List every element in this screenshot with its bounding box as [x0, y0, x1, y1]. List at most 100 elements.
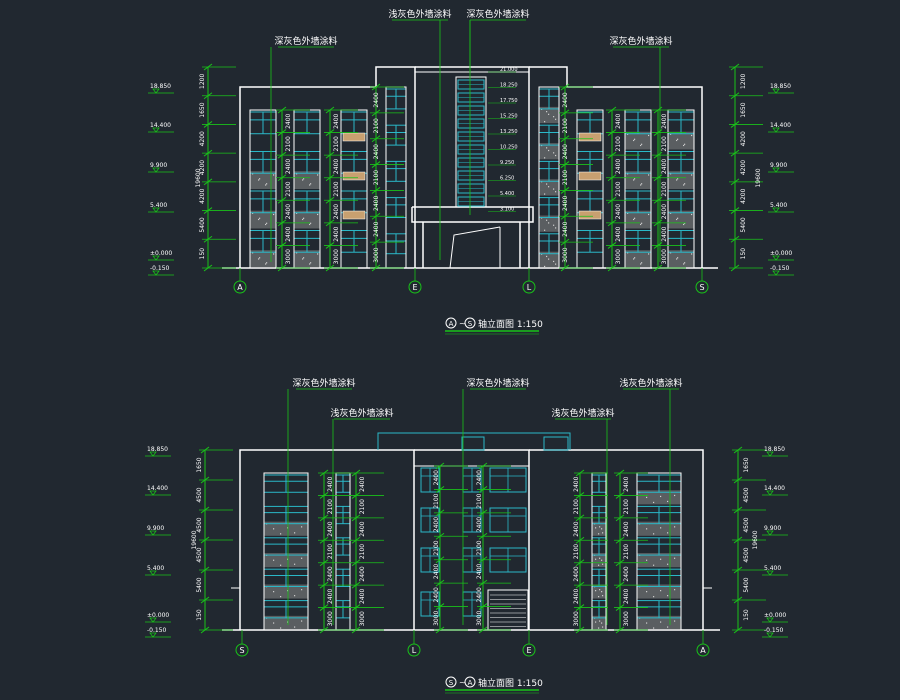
gray-wall-band	[625, 210, 651, 229]
stipple-dot	[553, 152, 555, 154]
dim-label: 2400	[433, 587, 440, 602]
stipple-dot	[677, 138, 679, 140]
dim-label: 2100	[333, 181, 340, 196]
stipple-dot	[544, 193, 546, 195]
stipple-dot	[646, 559, 648, 561]
dim-label: 2400	[562, 92, 569, 107]
front-window-groups	[249, 86, 695, 269]
stipple-dot	[294, 532, 296, 534]
stipple-dot	[294, 626, 296, 628]
stair-level-label: 10.250	[500, 145, 518, 151]
stipple-dot	[633, 179, 635, 181]
gray-wall-band	[539, 251, 559, 268]
stipple-dot	[301, 620, 303, 622]
stipple-dot	[553, 188, 555, 190]
stipple-dot	[598, 533, 600, 535]
stipple-dot	[634, 138, 636, 140]
stipple-dot	[265, 263, 267, 265]
front-label-dark-gray-right: 深灰色外墙涂料	[609, 35, 673, 262]
stipple-dot	[646, 528, 648, 530]
dim-label: 2400	[359, 589, 366, 604]
dim-label: 2400	[285, 204, 292, 219]
level-label: 9.900	[764, 525, 781, 532]
level-triangle	[766, 617, 774, 623]
dim-label: 2400	[333, 159, 340, 174]
dim-label: 2100	[573, 544, 580, 559]
dim-label: 2400	[615, 204, 622, 219]
title-axis-circle	[445, 676, 457, 688]
stipple-dot	[633, 139, 635, 142]
gray-wall-band	[250, 210, 276, 229]
stipple-dot	[546, 183, 548, 185]
level-label: 9.900	[150, 162, 167, 169]
stipple-dot	[660, 590, 662, 592]
dim-label: 4500	[743, 517, 750, 532]
dim-label: 4200	[199, 188, 206, 203]
gray-wall-band	[625, 250, 651, 268]
stipple-dot	[266, 183, 268, 185]
stipple-dot	[599, 620, 601, 622]
dim-label: 2400	[285, 113, 292, 128]
gray-wall-band	[539, 143, 559, 160]
title-axis-circle	[445, 317, 457, 329]
title-text: 轴立面图 1:150	[478, 677, 543, 689]
stipple-dot	[602, 595, 604, 597]
stipple-dot	[640, 184, 642, 186]
gray-wall-band	[294, 250, 320, 268]
stipple-dot	[273, 591, 275, 593]
window-column-outline	[249, 109, 277, 269]
stipple-dot	[595, 621, 597, 623]
stipple-dot	[296, 212, 298, 214]
dim-label: 2400	[615, 226, 622, 241]
level-label: 18.850	[770, 83, 791, 90]
dim-label: 2400	[562, 221, 569, 236]
stipple-dot	[258, 179, 260, 181]
dim-label: 2400	[433, 564, 440, 579]
level-triangle	[152, 270, 160, 276]
dim-label: 2400	[285, 159, 292, 174]
material-label-text: 深灰色外墙涂料	[609, 35, 672, 47]
level-label: 18.850	[764, 446, 785, 453]
gray-wall-band	[625, 131, 651, 150]
stipple-dot	[258, 258, 260, 260]
stipple-dot	[598, 564, 600, 566]
stipple-dot	[309, 223, 311, 226]
level-triangle	[149, 570, 157, 576]
dim-label: 2400	[373, 92, 380, 107]
stipple-dot	[634, 257, 636, 259]
dim-label: 2100	[433, 540, 440, 555]
level-label: 5.400	[770, 202, 787, 209]
level-label: -0.150	[150, 265, 170, 272]
title-text: 轴立面图 1:150	[478, 318, 543, 330]
rear-elevation: 1650450045004500540015016504500450045005…	[145, 377, 788, 694]
axis-circle	[695, 280, 709, 294]
dim-label: 2100	[285, 181, 292, 196]
level-triangle	[772, 127, 780, 133]
stipple-dot	[553, 224, 555, 226]
stair-level-label: 17.750	[500, 98, 518, 104]
dim-label: 2100	[359, 499, 366, 514]
rear-label-light-gray-right: 浅灰色外墙涂料	[551, 407, 615, 625]
front-window-column-3	[340, 109, 368, 269]
stipple-dot	[294, 563, 296, 565]
dim-label: 2400	[661, 113, 668, 128]
level-triangle	[772, 255, 780, 261]
dim-label: 4200	[740, 160, 747, 175]
dim-label: 2400	[433, 517, 440, 532]
dim-label: 2100	[327, 544, 334, 559]
axis-circle	[233, 280, 247, 294]
dim-label: 4200	[740, 131, 747, 146]
axis-circle	[696, 643, 710, 657]
level-label: 18.850	[150, 83, 171, 90]
stipple-dot	[602, 532, 604, 534]
dim-label: 5400	[740, 217, 747, 232]
stipple-dot	[296, 252, 298, 254]
stipple-dot	[302, 258, 304, 260]
stair-level-label: 3.100	[500, 207, 514, 213]
window-column-outline	[636, 472, 682, 631]
window-column-outline	[538, 86, 560, 269]
